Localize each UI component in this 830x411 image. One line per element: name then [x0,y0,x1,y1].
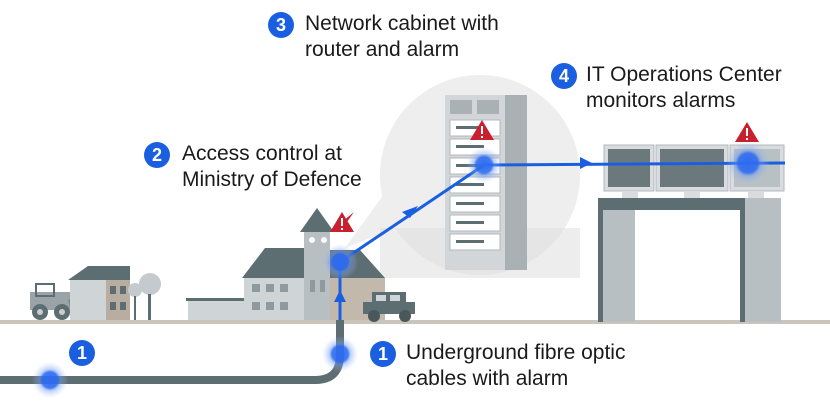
house-icon [68,266,130,320]
step-4-line1: IT Operations Center [586,63,782,86]
step-1-line2: cables with alarm [406,367,569,390]
operations-desk-icon [598,198,781,322]
step-2-line1: Access control at [182,142,342,165]
step-3-badge: 3 [268,12,294,38]
step-4-badge: 4 [551,63,577,89]
step-1-label: Underground fibre optic cables with alar… [406,340,625,392]
jeep-icon [363,292,415,322]
step-1-badge: 1 [370,341,396,367]
warning-triangle-icon [330,120,759,232]
step-3-label: Network cabinet with router and alarm [305,11,499,63]
step-4-line2: monitors alarms [586,89,736,112]
step-2-label: Access control at Ministry of Defence [182,141,362,193]
cable-badge: 1 [69,340,95,366]
step-3-line2: router and alarm [305,38,460,61]
trees-icon [128,273,161,320]
ground-line [0,320,830,324]
pulse-node-icon [32,141,770,398]
step-1-line1: Underground fibre optic [406,341,626,364]
step-3-line1: Network cabinet with [305,12,499,35]
step-4-label: IT Operations Center monitors alarms [586,62,782,114]
step-2-line2: Ministry of Defence [182,168,362,191]
step-2-badge: 2 [144,142,170,168]
network-cabinet-icon [445,95,527,270]
